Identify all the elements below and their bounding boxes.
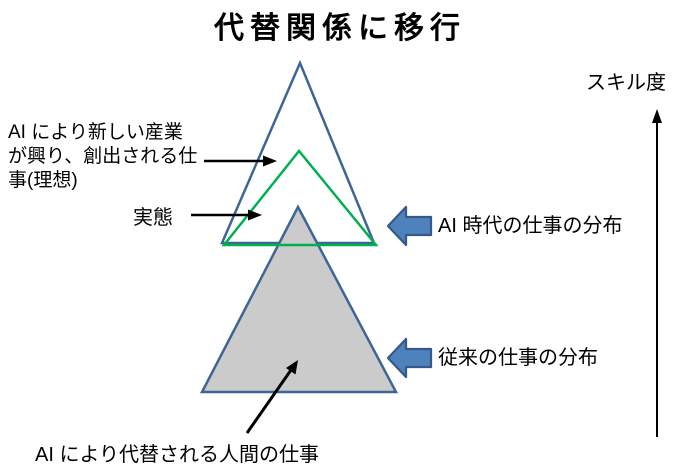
ai-era-distribution-label: AI 時代の仕事の分布 bbox=[438, 215, 623, 237]
reality-pointer-arrow bbox=[191, 209, 262, 221]
replaced-pointer-arrow bbox=[245, 360, 298, 434]
skill-axis-label: スキル度 bbox=[586, 72, 666, 94]
replaced-jobs-label: AI により代替される人間の仕事 bbox=[35, 444, 320, 466]
traditional-distribution-label: 従来の仕事の分布 bbox=[438, 347, 598, 369]
inner-green-triangle bbox=[221, 149, 379, 247]
traditional-block-arrow-icon bbox=[386, 337, 433, 379]
skill-axis-arrow bbox=[652, 109, 662, 437]
ideal-jobs-label: AI により新しい産業 が興り、創出される仕 事(理想) bbox=[8, 122, 198, 191]
ai-era-block-arrow-icon bbox=[386, 205, 433, 247]
gray-triangle bbox=[199, 204, 399, 394]
diagram-title: 代替関係に移行 bbox=[214, 12, 466, 45]
ideal-pointer-arrow bbox=[204, 155, 277, 167]
reality-label: 実態 bbox=[133, 207, 173, 229]
